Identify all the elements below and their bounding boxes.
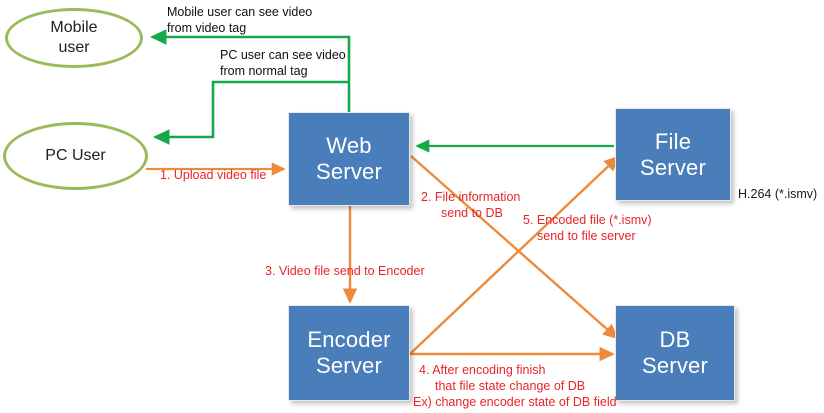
node-file-server-line1: File	[654, 128, 692, 154]
label-step-5-encoded-file-line2: send to file server	[537, 229, 636, 243]
node-web-server-line1: Web	[326, 133, 372, 159]
node-web-server-line2: Server	[316, 159, 382, 184]
node-encoder-server-line2: Server	[316, 353, 382, 378]
node-file-server-line2: Server	[640, 154, 706, 180]
label-mobile-playback-line2: from video tag	[167, 21, 247, 35]
node-pc-user[interactable]: PC User	[3, 122, 148, 190]
node-pc-user-line1: PC User	[45, 147, 106, 165]
node-db-server-line2: Server	[642, 353, 708, 378]
node-file-server[interactable]: File Server	[615, 108, 731, 201]
label-step-2-file-info-line2: send to DB	[441, 206, 503, 220]
wire-step-2-file-info	[410, 155, 619, 340]
node-db-server-line1: DB	[659, 327, 691, 353]
label-step-4-encoding-finish-line1: 4. After encoding finish	[419, 363, 546, 377]
wire-step-5-encoded-file	[410, 155, 620, 354]
node-encoder-server-line1: Encoder	[307, 327, 391, 353]
node-mobile-user[interactable]: Mobile user	[5, 8, 143, 68]
label-step-4-encoding-finish-line3: Ex) change encoder state of DB field	[413, 395, 617, 409]
node-mobile-user-line2: user	[58, 39, 90, 56]
node-encoder-server[interactable]: Encoder Server	[288, 305, 410, 401]
label-step-3-video-to-encoder: 3. Video file send to Encoder	[265, 264, 425, 278]
label-mobile-playback-line1: Mobile user can see video	[167, 5, 313, 19]
label-codec-note: H.264 (*.ismv)	[738, 187, 818, 201]
node-db-server[interactable]: DB Server	[615, 305, 735, 401]
label-step-2-file-info-line1: 2. File information	[421, 190, 521, 204]
label-pc-playback-line1: PC user can see video	[220, 48, 346, 62]
node-web-server[interactable]: Web Server	[288, 112, 410, 206]
node-mobile-user-line1: Mobile	[50, 19, 98, 37]
label-step-1-upload: 1. Upload video file	[160, 168, 267, 182]
label-step-4-encoding-finish-line2: that file state change of DB	[435, 379, 586, 393]
label-step-5-encoded-file-line1: 5. Encoded file (*.ismv)	[523, 213, 652, 227]
label-pc-playback-line2: from normal tag	[220, 64, 308, 78]
